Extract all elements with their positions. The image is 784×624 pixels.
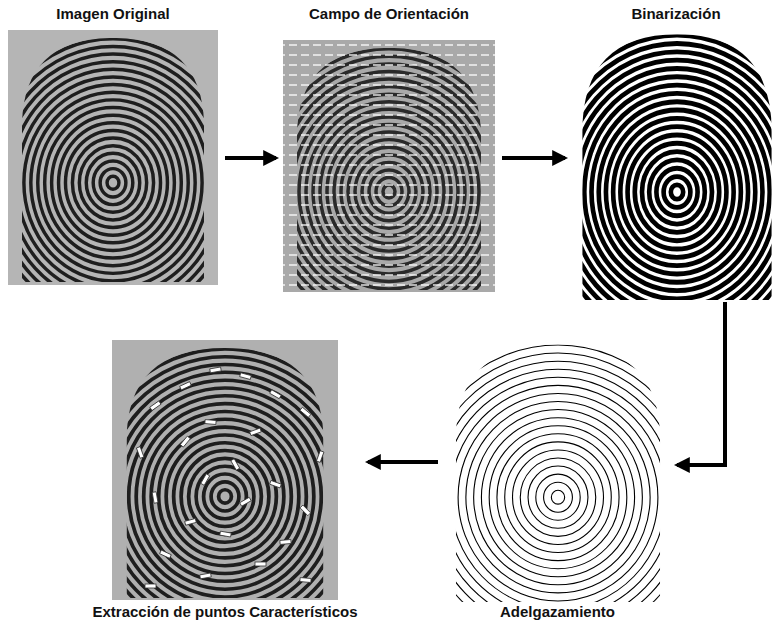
flow-arrow: [677, 302, 725, 465]
flow-arrow: [502, 156, 565, 160]
stage-title: Imagen Original: [56, 4, 169, 24]
stage-title: Binarización: [631, 4, 720, 24]
orientation-field-fingerprint: [229, 18, 549, 364]
image-stage: Campo de Orientación: [283, 4, 495, 292]
flow-arrow: [225, 156, 276, 160]
image-stage: Imagen Original: [8, 4, 218, 286]
stage-title: Adelgazamiento: [500, 602, 615, 622]
image-stage: Adelgazamiento: [445, 338, 670, 622]
stage-title: Campo de Orientación: [309, 4, 469, 24]
binarized-fingerprint: [512, 2, 784, 382]
minutiae-fingerprint: [54, 318, 396, 624]
stage-title: Extracción de puntos Característicos: [92, 602, 357, 622]
thinned-fingerprint: [380, 313, 735, 624]
image-stage: Extracción de puntos Característicos: [89, 338, 361, 622]
flow-arrow: [368, 460, 438, 464]
original-fingerprint: [0, 8, 271, 357]
image-stage: Binarización: [572, 4, 780, 300]
